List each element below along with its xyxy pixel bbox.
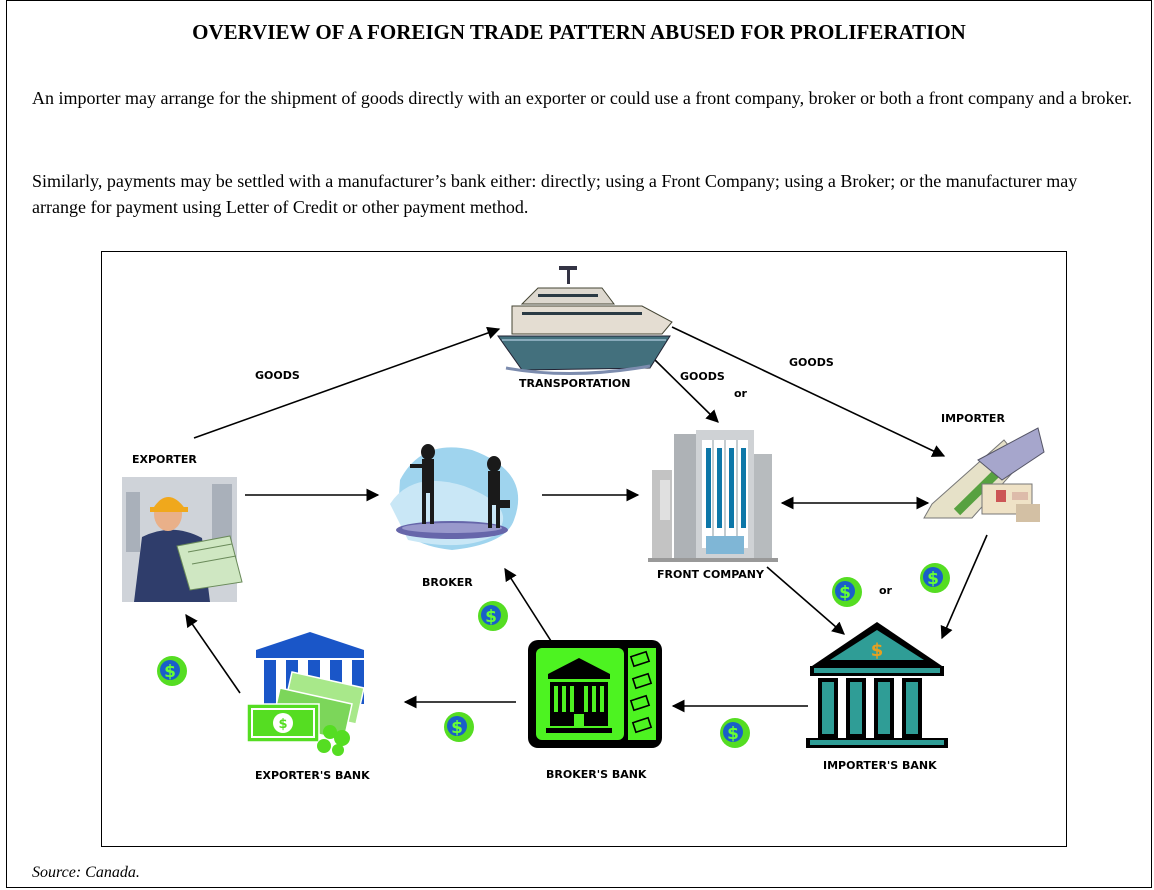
building-icon	[648, 430, 778, 562]
exporter-label: EXPORTER	[132, 453, 197, 466]
dollar-coin-icon	[478, 601, 508, 631]
pyramid-icon	[923, 427, 1045, 522]
svg-text:$: $	[278, 717, 287, 732]
arrow-exporters-bank-to-exporter	[185, 613, 241, 694]
dollar-coin-icon	[920, 563, 950, 593]
arrow-importer-to-importers-bank	[940, 534, 988, 640]
intro-paragraph: An importer may arrange for the shipment…	[32, 88, 1132, 108]
svg-text:$: $	[871, 640, 884, 661]
trade-pattern-diagram: $ TRANSPORTATION GOODS GOODS or GOODS EX…	[101, 251, 1067, 847]
arrow-transport-to-importer	[671, 326, 946, 457]
broker-label: BROKER	[422, 576, 473, 589]
transportation-label: TRANSPORTATION	[519, 377, 630, 390]
exporters-bank-label: EXPORTER'S BANK	[255, 769, 370, 782]
bank-icon	[528, 640, 662, 748]
dollar-coin-icon	[157, 656, 187, 686]
businessmen-icon	[390, 444, 519, 550]
worker-icon	[122, 477, 243, 602]
front-company-label: FRONT COMPANY	[657, 568, 765, 581]
source-note: Source: Canada.	[32, 864, 140, 881]
importer-label: IMPORTER	[941, 412, 1005, 425]
page-title: OVERVIEW OF A FOREIGN TRADE PATTERN ABUS…	[192, 20, 966, 44]
bank-icon: $	[806, 622, 948, 748]
brokers-bank-label: BROKER'S BANK	[546, 768, 647, 781]
diagram-canvas: $ TRANSPORTATION GOODS GOODS or GOODS EX…	[122, 266, 1045, 782]
arrow-transport-to-front	[653, 358, 719, 423]
goods-label-middle: GOODS	[680, 370, 725, 383]
ship-icon	[497, 266, 673, 376]
dollar-coin-icon	[720, 718, 750, 748]
arrow-brokers-bank-to-broker	[504, 567, 552, 642]
arrow-exporter-to-transport	[193, 326, 501, 439]
arrow-front-to-importers-bank	[766, 566, 845, 635]
dollar-coin-icon	[832, 577, 862, 607]
or-label-payment: or	[879, 584, 893, 597]
goods-label-left: GOODS	[255, 369, 300, 382]
document-frame	[6, 0, 1152, 888]
money-icon: $	[246, 671, 365, 756]
importers-bank-label: IMPORTER'S BANK	[823, 759, 937, 772]
payment-paragraph: Similarly, payments may be settled with …	[32, 171, 1078, 217]
goods-label-right: GOODS	[789, 356, 834, 369]
or-label-top: or	[734, 387, 748, 400]
dollar-coin-icon	[444, 712, 474, 742]
